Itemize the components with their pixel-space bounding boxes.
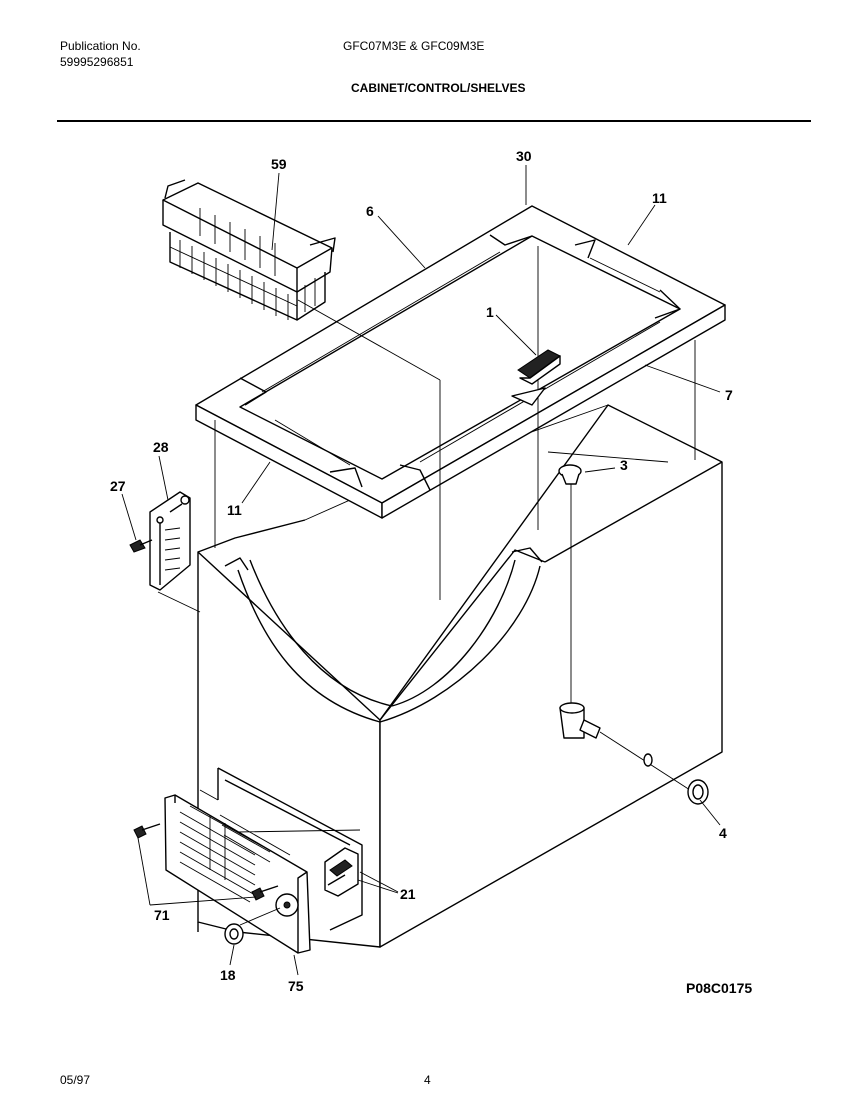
drain-plug [558, 464, 582, 706]
callout-21: 21 [400, 886, 416, 902]
callout-59: 59 [271, 156, 287, 172]
callout-75: 75 [288, 978, 304, 994]
callout-7: 7 [725, 387, 733, 403]
publication-number: 59995296851 [60, 55, 134, 69]
callout-4: 4 [719, 825, 727, 841]
wire-basket [162, 179, 336, 321]
lid-hinge [149, 491, 201, 613]
front-grille [164, 794, 311, 954]
callout-6: 6 [366, 203, 374, 219]
leader-lines [121, 165, 721, 976]
temperature-knob [224, 923, 244, 945]
footer-page-number: 4 [424, 1073, 431, 1087]
drain-tube [559, 702, 691, 791]
cabinet-liner-inner [249, 559, 393, 707]
control-knob [511, 349, 561, 406]
cabinet-liner-outer [237, 569, 381, 723]
breaker-strip-frame [195, 205, 726, 600]
callout-71: 71 [154, 907, 170, 923]
callout-1: 1 [486, 304, 494, 320]
control-switch [324, 847, 399, 897]
callout-11-bottom: 11 [227, 502, 242, 518]
drain-cap [687, 779, 709, 805]
figure-code: P08C0175 [686, 980, 753, 996]
section-title: CABINET/CONTROL/SHELVES [351, 81, 526, 95]
callout-28: 28 [153, 439, 169, 455]
callout-3: 3 [620, 457, 628, 473]
footer-date: 05/97 [60, 1073, 91, 1087]
publication-label: Publication No. [60, 39, 141, 53]
callout-18: 18 [220, 967, 236, 983]
callout-30: 30 [516, 148, 532, 164]
header-rule [57, 120, 811, 122]
callout-27: 27 [110, 478, 126, 494]
hinge-screw [129, 539, 153, 553]
callout-11-top: 11 [652, 190, 667, 206]
model-numbers: GFC07M3E & GFC09M3E [343, 39, 485, 53]
compressor-compartment [199, 767, 363, 931]
cabinet-right-face [379, 404, 723, 948]
